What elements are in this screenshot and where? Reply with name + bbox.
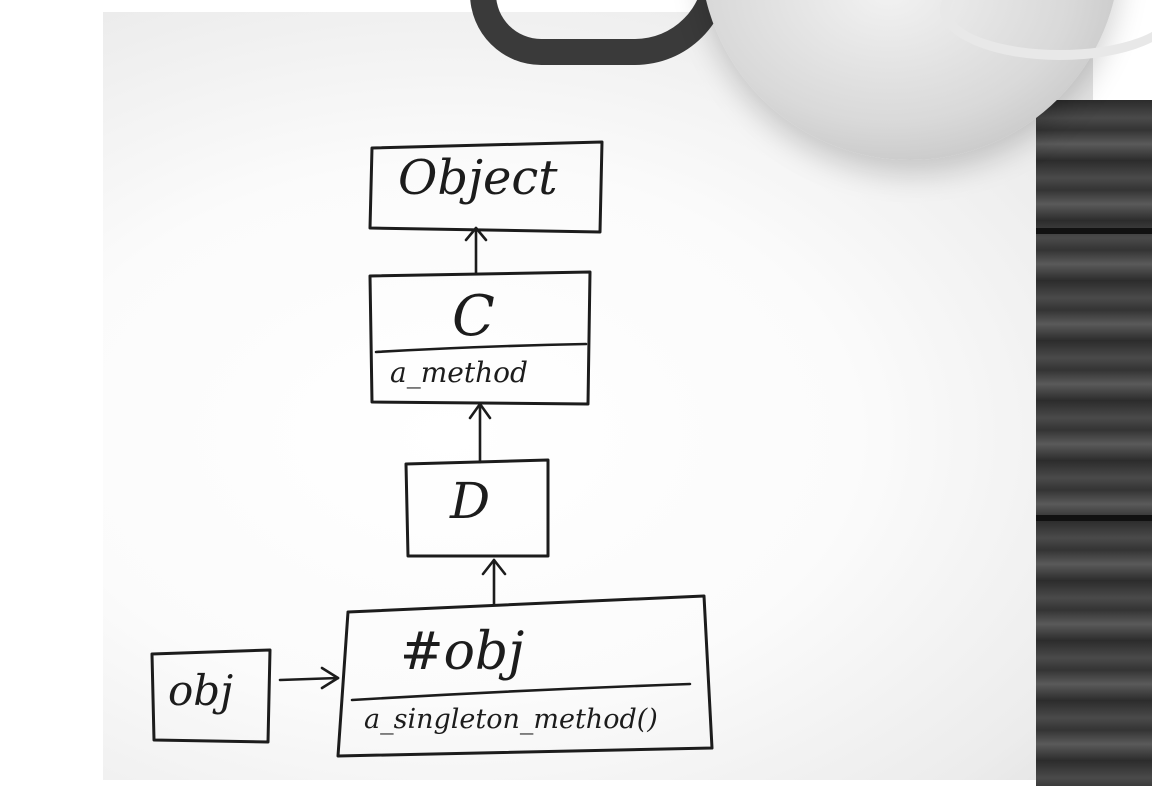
d-node-box: [404, 458, 550, 558]
singleton-node-title: #obj: [400, 622, 525, 682]
d-node-title: D: [450, 472, 491, 530]
singleton-node-box: [336, 594, 714, 758]
singleton-node-divider: [350, 682, 692, 702]
obj-node-title: obj: [168, 666, 234, 715]
object-node-box: [368, 140, 604, 234]
c-node-divider: [374, 342, 588, 354]
c-node-method: a_method: [390, 356, 528, 389]
object-node-title: Object: [398, 150, 558, 206]
arrow-singleton-to-d: [481, 558, 507, 606]
arrow-obj-to-singleton: [278, 666, 340, 690]
c-node-box: [368, 270, 592, 406]
arrow-d-to-c: [468, 402, 492, 464]
arrow-c-to-object: [464, 226, 488, 276]
singleton-node-method: a_singleton_method(): [364, 704, 658, 735]
table-plank-gap: [1036, 228, 1152, 234]
c-node-title: C: [452, 284, 495, 349]
obj-node-box: [150, 648, 272, 744]
table-plank-gap: [1036, 515, 1152, 521]
wooden-table: [1036, 100, 1152, 786]
